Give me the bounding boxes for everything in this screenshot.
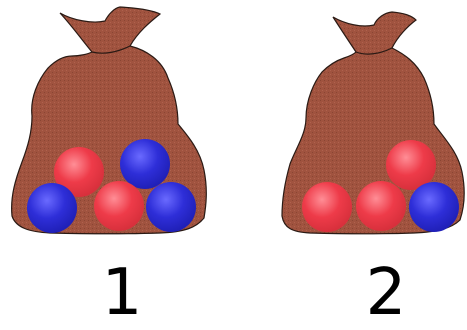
bag-1-ball-blue-top xyxy=(120,139,170,189)
bag-1-ball-blue-right xyxy=(146,182,196,232)
bag-2-label: 2 xyxy=(346,258,426,328)
bag-2-ball-red-top xyxy=(386,140,436,190)
bag-2-ball-blue-right xyxy=(409,182,459,232)
bag-2-ball-red-left xyxy=(302,182,352,232)
bag-2 xyxy=(282,12,464,234)
bag-2-ball-red-mid xyxy=(356,181,406,231)
bag-1-ball-blue-left xyxy=(27,183,77,233)
bag-1-label: 1 xyxy=(82,258,162,328)
bag-1-ball-red-mid xyxy=(94,181,144,231)
bag-1 xyxy=(12,7,207,234)
